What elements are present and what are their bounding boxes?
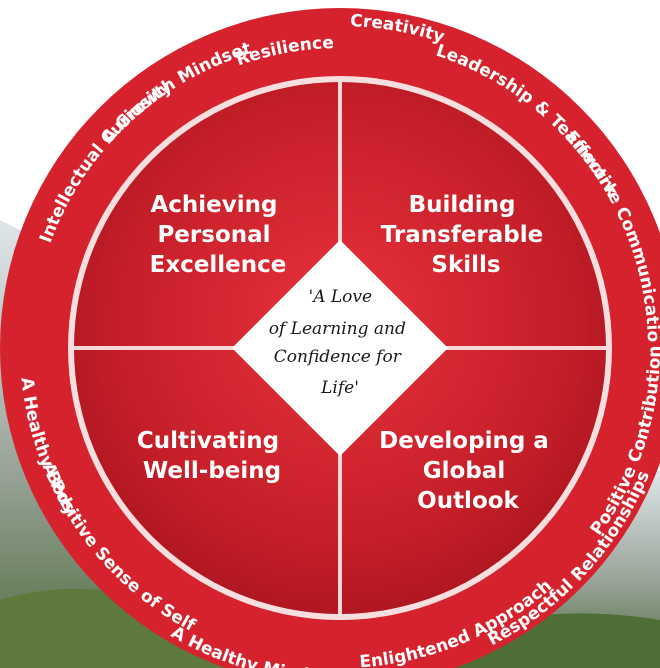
center-diamond xyxy=(232,240,448,456)
motto-line-2: of Learning and xyxy=(269,319,406,339)
quadrant-bottom-right: Developing a Global Outlook xyxy=(379,428,557,514)
motto-line-3: Confidence for xyxy=(274,347,402,367)
motto-line-4: Life' xyxy=(320,378,359,398)
center-motto: 'A Love of Learning and Confidence for L… xyxy=(269,287,412,398)
quadrant-top-right: Building Transferable Skills xyxy=(381,192,552,278)
quadrant-top-left: Achieving Personal Excellence xyxy=(150,192,287,278)
motto-line-1: 'A Love xyxy=(309,287,373,307)
quadrant-bottom-left: Cultivating Well-being xyxy=(137,428,287,484)
